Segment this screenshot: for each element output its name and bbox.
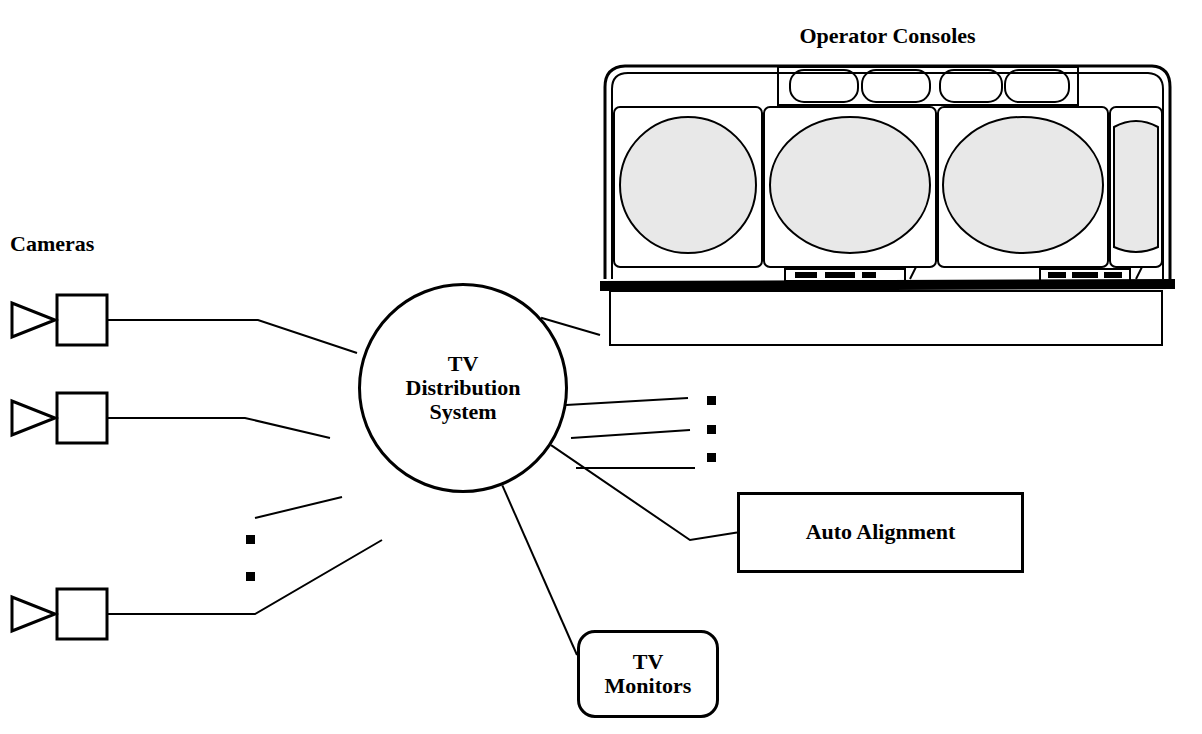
stub-wire bbox=[255, 497, 342, 518]
node-label: TV Monitors bbox=[592, 650, 704, 698]
console-illustration bbox=[600, 57, 1175, 347]
camera-symbol bbox=[12, 295, 107, 345]
process-box: Auto Alignment bbox=[737, 492, 1024, 573]
camera-wire bbox=[108, 418, 330, 438]
stub-wire bbox=[566, 398, 688, 405]
group-label: Cameras bbox=[10, 231, 94, 257]
connector bbox=[502, 485, 577, 655]
monitor-box: TV Monitors bbox=[577, 630, 719, 718]
camera-symbol bbox=[12, 589, 107, 639]
node-label: TV Distribution System bbox=[388, 352, 538, 425]
distribution-circle: TV Distribution System bbox=[358, 283, 568, 493]
node-label: Auto Alignment bbox=[806, 520, 956, 544]
console-heading: Operator Consoles bbox=[600, 24, 1175, 48]
camera-symbol bbox=[12, 393, 107, 443]
camera-wire bbox=[108, 320, 357, 353]
camera-wire bbox=[108, 540, 382, 614]
operator-console: Operator Consoles bbox=[600, 22, 1175, 347]
stub-wire bbox=[576, 467, 695, 469]
stub-wire bbox=[571, 430, 690, 438]
connector bbox=[551, 445, 737, 540]
